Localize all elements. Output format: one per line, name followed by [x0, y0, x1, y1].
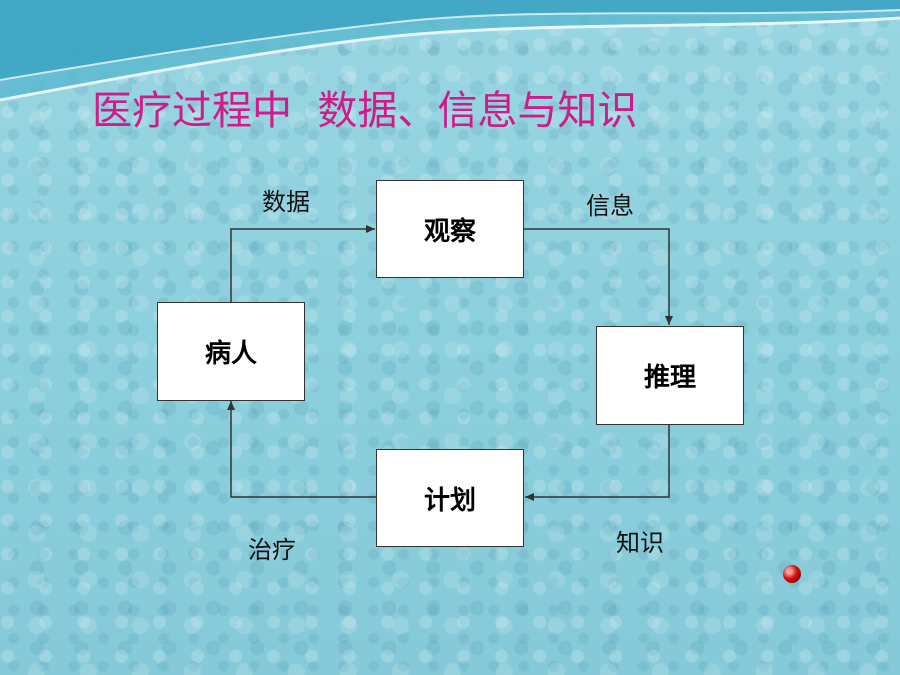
- arrow-reasoning-to-plan: [525, 425, 670, 501]
- node-plan-label: 计划: [423, 485, 476, 516]
- node-plan: 计划: [376, 449, 524, 547]
- red-bullet-icon: [783, 565, 801, 583]
- edge-label-knowledge: 知识: [616, 529, 664, 557]
- wave-decoration: [0, 0, 900, 102]
- node-patient-label: 病人: [204, 339, 257, 369]
- node-observe: 观察: [376, 180, 524, 278]
- edge-label-treatment: 治疗: [248, 536, 296, 564]
- edge-label-data: 数据: [262, 188, 310, 216]
- node-reasoning: 推理: [596, 326, 744, 425]
- arrow-patient-to-observe: [230, 225, 375, 302]
- slide-title: 医疗过程中 数据、信息与知识: [92, 88, 638, 134]
- node-patient: 病人: [157, 302, 305, 401]
- arrow-plan-to-patient: [227, 401, 377, 498]
- arrow-observe-to-reasoning: [523, 228, 673, 325]
- node-reasoning-label: 推理: [643, 363, 696, 393]
- edge-label-information: 信息: [586, 192, 634, 220]
- node-observe-label: 观察: [423, 216, 476, 247]
